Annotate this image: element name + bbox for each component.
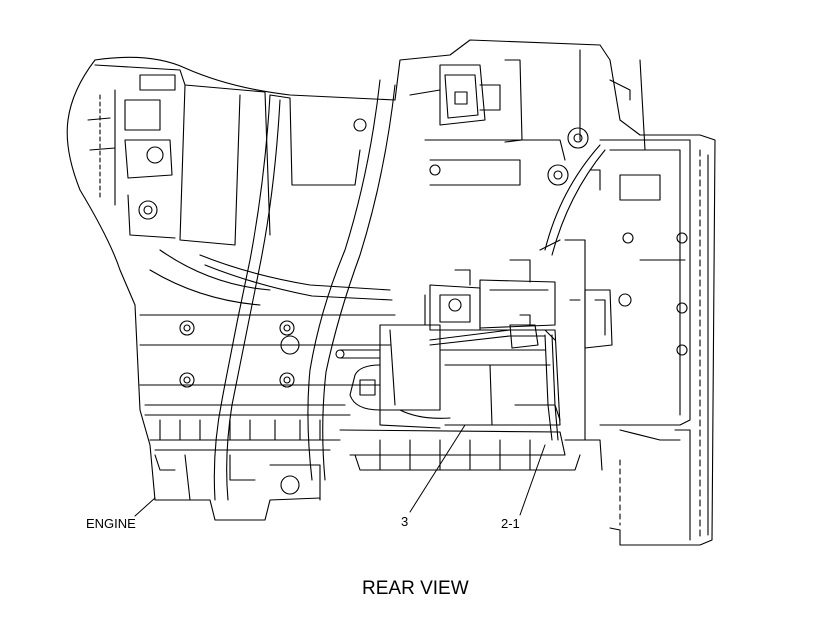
engine-block (66, 39, 716, 546)
engine-leader (134, 497, 156, 517)
item-2-1-leader (519, 444, 546, 516)
item-3-leader (409, 424, 466, 513)
view-caption: REAR VIEW (362, 578, 469, 599)
wiring-harness (429, 239, 586, 441)
lower-components (339, 429, 603, 471)
item-2-1-callout-label: 2-1 (501, 516, 520, 531)
upper-brackets (353, 59, 566, 186)
flywheel-housing (544, 49, 709, 541)
item-3-callout-label: 3 (401, 514, 409, 529)
hoses (149, 79, 396, 501)
engine-callout-label: ENGINE (86, 516, 136, 531)
starter-motor (335, 259, 561, 429)
leader-lines (134, 424, 546, 517)
